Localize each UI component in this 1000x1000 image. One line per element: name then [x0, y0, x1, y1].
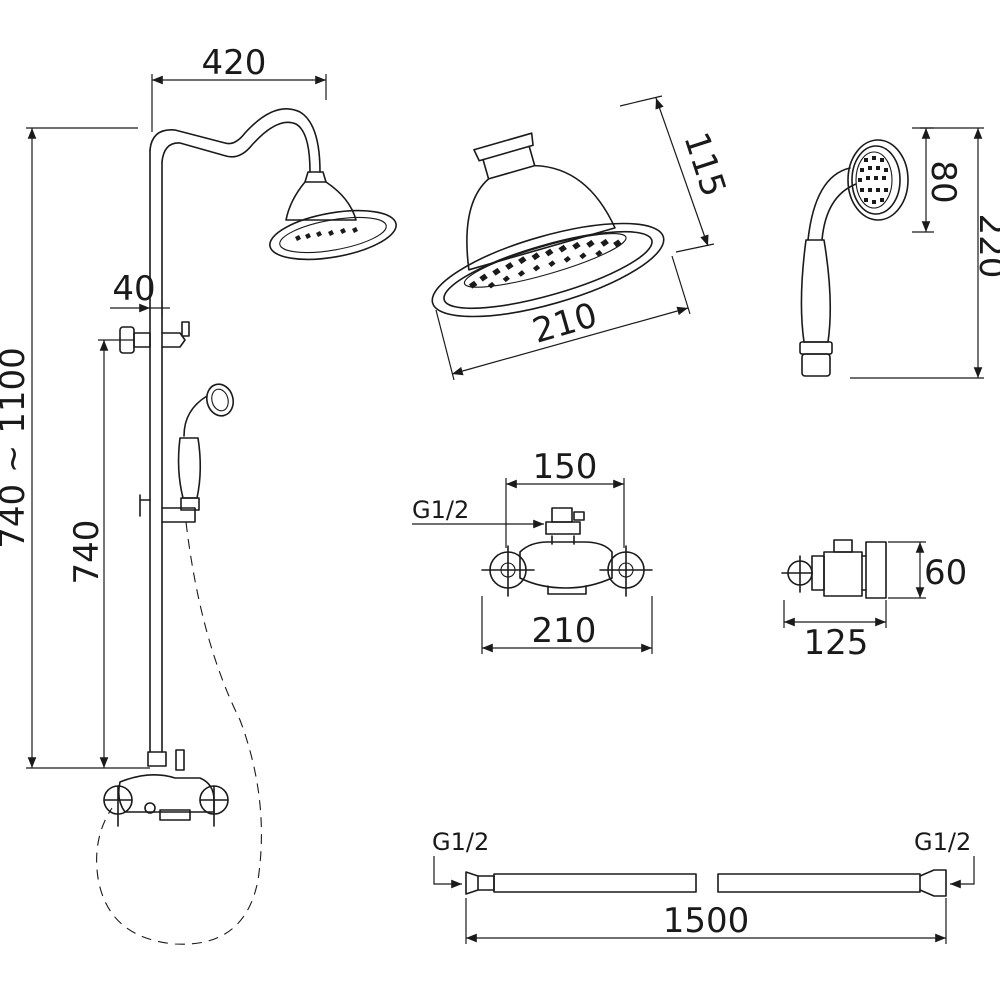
dim-mixer-top: 150	[505, 447, 625, 548]
label-wall-offset: 40	[112, 269, 155, 309]
overhead-shower-detail	[431, 132, 665, 318]
spray-nozzles	[468, 238, 622, 289]
hand-shower-small	[177, 383, 235, 511]
label-hand-length: 220	[971, 214, 1000, 279]
mixer-side-view	[781, 539, 887, 599]
label-hose-left: G1/2	[432, 828, 489, 856]
dim-mixer-height: 740	[67, 339, 134, 768]
label-overhead-height: 115	[675, 128, 733, 202]
dim-hose-left-thread: G1/2	[432, 828, 489, 889]
dim-wall-offset: 40	[110, 269, 170, 318]
label-total-height: 740 ~ 1100	[0, 347, 33, 549]
label-hose-right: G1/2	[914, 828, 971, 856]
mixer-front-view	[481, 507, 653, 597]
dim-side-depth: 125	[783, 600, 887, 663]
mixer-small	[103, 749, 229, 827]
handle-right	[599, 545, 653, 597]
label-mixer-inlet: G1/2	[412, 496, 469, 524]
riser-pipe	[149, 149, 163, 753]
label-side-depth: 125	[804, 623, 869, 663]
dim-hand-head: 80	[912, 127, 963, 233]
dim-mixer-inlet: G1/2	[412, 496, 544, 529]
dim-mixer-bottom: 210	[481, 596, 653, 654]
label-mixer-top: 150	[533, 447, 598, 487]
label-top-width: 420	[202, 43, 267, 83]
label-hand-head: 80	[923, 160, 963, 203]
dim-overhead-height: 115	[619, 95, 734, 253]
hand-shower-detail	[799, 139, 909, 377]
hand-nozzles	[858, 156, 888, 204]
label-mixer-bottom: 210	[532, 611, 597, 651]
dim-main-top-width: 420	[151, 43, 327, 132]
handle-left	[481, 545, 535, 597]
slide-bracket	[139, 494, 196, 523]
overhead-shower-small	[269, 171, 397, 261]
hose-dashed	[96, 521, 262, 945]
dim-overhead-diameter: 210	[435, 255, 691, 381]
dim-hand-length: 220	[850, 127, 1000, 379]
label-hose-length: 1500	[663, 901, 750, 941]
label-mixer-height: 740	[67, 520, 107, 585]
label-side-height: 60	[924, 553, 967, 593]
shower-hose	[465, 869, 947, 897]
main-shower-assembly	[96, 108, 397, 945]
label-overhead-diameter: 210	[528, 295, 601, 351]
gooseneck-arm	[149, 108, 321, 173]
dim-side-height: 60	[888, 541, 967, 599]
wall-bracket	[119, 321, 190, 354]
dim-hose-right-thread: G1/2	[914, 828, 975, 889]
dim-hose-length: 1500	[465, 898, 947, 944]
dim-total-height: 740 ~ 1100	[0, 127, 150, 769]
